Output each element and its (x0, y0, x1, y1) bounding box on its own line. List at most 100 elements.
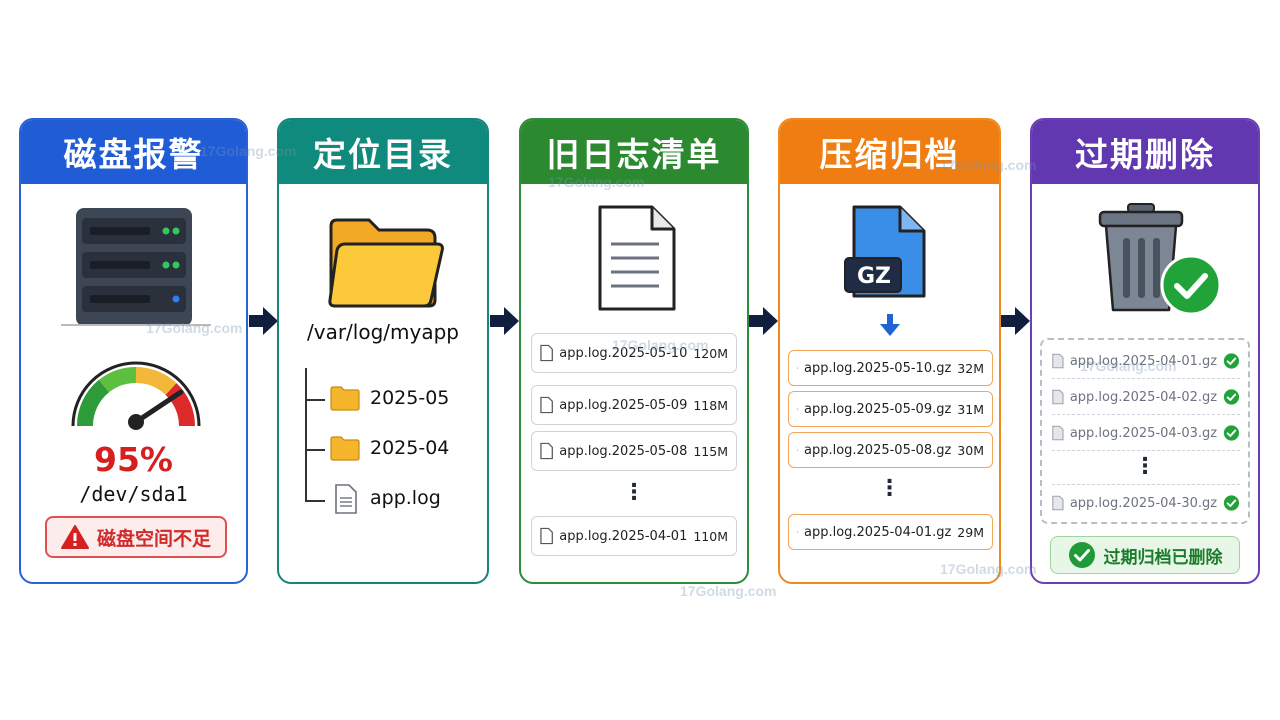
server-icon (76, 208, 192, 326)
file-icon (540, 442, 553, 460)
folder-icon (330, 436, 360, 461)
tree-item-label: 2025-05 (370, 387, 450, 409)
step-locate-directory: 定位目录 /var/log/myapp 2025-05 2025-04 app.… (277, 118, 489, 584)
file-icon (1052, 495, 1064, 511)
archive-file-item: app.log.2025-04-01.gz 29M (788, 514, 993, 550)
file-size: 32M (957, 360, 984, 376)
divider (1052, 414, 1240, 415)
usage-percent: 95% (94, 440, 173, 479)
file-name: app.log.2025-05-10 (559, 345, 688, 361)
file-name: app.log.2025-04-01.gz (803, 524, 952, 540)
step-disk-alarm: 磁盘报警 95% /dev/sda1 磁盘空间不足 (19, 118, 248, 584)
gz-badge: GZ (856, 264, 891, 289)
archive-file-item: app.log.2025-05-09.gz 31M (788, 391, 993, 427)
check-icon (1223, 389, 1240, 405)
expired-file-item: app.log.2025-04-02.gz (1052, 382, 1240, 412)
file-icon (540, 396, 553, 414)
tree-branch (305, 449, 325, 451)
flow-arrow-icon (749, 307, 778, 335)
tree-branch (305, 500, 325, 502)
usage-gauge (71, 361, 201, 430)
file-icon (1052, 353, 1064, 369)
file-size: 110M (693, 528, 728, 544)
file-name: app.log.2025-05-09 (559, 397, 688, 413)
step-title: 过期删除 (1032, 120, 1258, 184)
log-directory-path: /var/log/myapp (307, 320, 459, 344)
file-icon (540, 527, 553, 545)
more-ellipsis: ⋮ (623, 480, 645, 505)
tree-branch (305, 399, 325, 401)
file-size: 120M (693, 345, 728, 361)
divider (1052, 484, 1240, 485)
watermark: 17Golang.com (612, 337, 709, 353)
file-icon (797, 367, 798, 369)
step-title: 压缩归档 (780, 120, 999, 184)
folder-open-icon (328, 218, 444, 308)
file-name: app.log.2025-05-08.gz (803, 442, 952, 458)
check-icon (1223, 353, 1240, 369)
more-ellipsis: ⋮ (878, 476, 901, 501)
tree-item-label: 2025-04 (370, 437, 450, 459)
device-name: /dev/sda1 (79, 482, 188, 506)
file-name: app.log.2025-04-01.gz (1069, 353, 1218, 369)
gz-archive-icon (844, 205, 926, 298)
flow-arrow-icon (249, 307, 278, 335)
watermark: 17Golang.com (940, 561, 1037, 577)
step-expired-delete: 过期删除 app.log.2025-04-01.gz app.log.2025-… (1030, 118, 1260, 584)
file-icon (797, 531, 798, 533)
file-icon (1052, 425, 1064, 441)
watermark: 17Golang.com (200, 143, 297, 159)
step-old-log-list: 旧日志清单 app.log.2025-05-10 120M app.log.20… (519, 118, 749, 584)
warning-icon (60, 525, 89, 549)
divider (1052, 378, 1240, 379)
file-name: app.log.2025-04-30.gz (1069, 495, 1218, 511)
watermark: 17Golang.com (680, 583, 777, 599)
file-name: app.log.2025-04-01 (559, 528, 688, 544)
file-size: 115M (693, 443, 728, 459)
flow-arrow-icon (490, 307, 519, 335)
check-icon (1223, 425, 1240, 441)
watermark: 17Golang.com (548, 174, 645, 190)
step-title: 旧日志清单 (521, 120, 747, 184)
warning-text: 磁盘空间不足 (96, 527, 211, 550)
expired-file-item: app.log.2025-04-03.gz (1052, 418, 1240, 448)
tree-trunk (305, 368, 307, 502)
log-file-item: app.log.2025-05-10 120M (531, 333, 737, 373)
file-name: app.log.2025-05-09.gz (803, 401, 952, 417)
archive-file-item: app.log.2025-05-10.gz 32M (788, 350, 993, 386)
watermark: 17Golang.com (940, 157, 1037, 173)
folder-icon (330, 386, 360, 411)
expired-file-item: app.log.2025-04-01.gz (1052, 346, 1240, 376)
deleted-status-badge: 过期归档已删除 (1050, 536, 1240, 574)
shelf-line (61, 324, 211, 326)
trash-icon (1098, 203, 1184, 312)
log-file-item: app.log.2025-05-08 115M (531, 431, 737, 471)
more-ellipsis: ⋮ (1134, 454, 1156, 479)
archive-file-item: app.log.2025-05-08.gz 30M (788, 432, 993, 468)
check-icon (1223, 495, 1240, 511)
flow-arrow-icon (1001, 307, 1030, 335)
step-title: 磁盘报警 (21, 120, 246, 184)
deleted-status-text: 过期归档已删除 (1103, 547, 1223, 568)
watermark: 17Golang.com (1080, 358, 1177, 374)
disk-warning-badge: 磁盘空间不足 (45, 516, 227, 558)
document-icon (598, 205, 676, 311)
expired-archive-list: app.log.2025-04-01.gz app.log.2025-04-02… (1040, 338, 1250, 524)
file-icon (335, 484, 357, 514)
log-file-item: app.log.2025-04-01 110M (531, 516, 737, 556)
file-size: 118M (693, 397, 728, 413)
file-size: 30M (957, 442, 984, 458)
file-icon (1052, 389, 1064, 405)
step-compress-archive: 压缩归档 GZ app.log.2025-05-10.gz 32M app.lo… (778, 118, 1001, 584)
file-name: app.log.2025-04-03.gz (1069, 425, 1218, 441)
arrow-down-icon (880, 314, 900, 336)
file-icon (797, 449, 798, 451)
file-name: app.log.2025-05-08 (559, 443, 688, 459)
file-icon (540, 344, 553, 362)
tree-item-label: app.log (370, 487, 441, 509)
log-file-item: app.log.2025-05-09 118M (531, 385, 737, 425)
check-circle-icon (1068, 542, 1095, 568)
divider (1052, 450, 1240, 451)
check-circle-icon (1160, 254, 1222, 316)
expired-file-item: app.log.2025-04-30.gz (1052, 488, 1240, 518)
